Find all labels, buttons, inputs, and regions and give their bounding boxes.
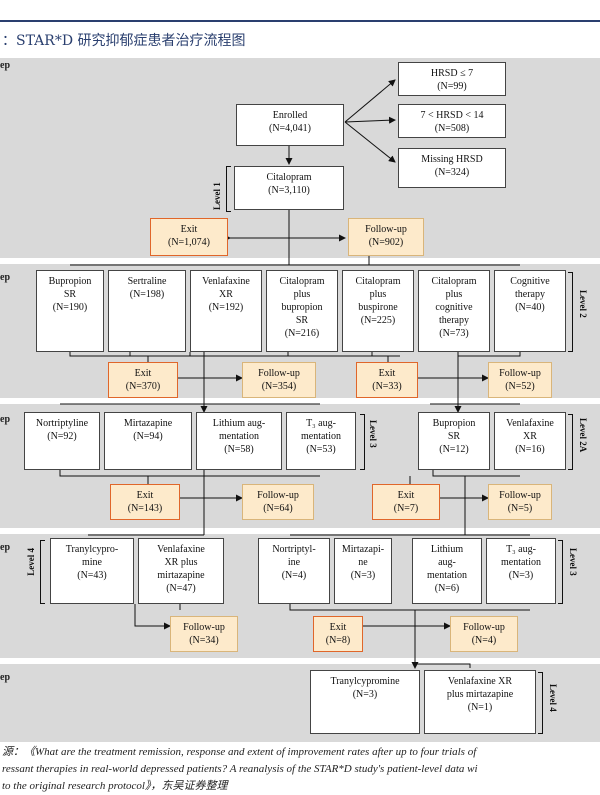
lithium-augmentation-box: Lithium aug- mentation (N=58) — [196, 412, 282, 470]
followup-box: Follow-up (N=902) — [348, 218, 424, 256]
followup-box: Follow-up (N=64) — [242, 484, 314, 520]
mirtazapine-box: Mirtazapine (N=94) — [104, 412, 192, 470]
followup-box: Follow-up (N=4) — [450, 616, 518, 652]
source-line: 源：《What are the treatment remission, res… — [2, 746, 477, 758]
citalopram-box: Citalopram (N=3,110) — [234, 166, 344, 210]
level-label: Level 4 — [26, 548, 36, 576]
step-label: ep — [0, 414, 10, 425]
level-bracket — [568, 414, 573, 470]
source-note: 源：《What are the treatment remission, res… — [2, 744, 478, 795]
exit-box: Exit (N=33) — [356, 362, 418, 398]
exit-box: Exit (N=370) — [108, 362, 178, 398]
followup-box: Follow-up (N=5) — [488, 484, 552, 520]
exit-box: Exit (N=1,074) — [150, 218, 228, 256]
step-label: ep — [0, 272, 10, 283]
level-label: Level 2A — [578, 418, 588, 453]
title-rule — [0, 20, 600, 22]
step-label: ep — [0, 60, 10, 71]
cognitive-therapy-box: Cognitive therapy (N=40) — [494, 270, 566, 352]
level-bracket — [538, 672, 543, 734]
tranylcypromine-final-box: Tranylcypromine (N=3) — [310, 670, 420, 734]
nortriptyline-box: Nortriptyline (N=92) — [24, 412, 100, 470]
level-label: Level 4 — [548, 684, 558, 712]
venlafaxine-mirtazapine-box: Venlafaxine XR plus mirtazapine (N=47) — [138, 538, 224, 604]
source-line: to the original research protocol》，东吴证券整… — [2, 780, 228, 792]
sertraline-box: Sertraline (N=198) — [108, 270, 186, 352]
exit-box: Exit (N=8) — [313, 616, 363, 652]
level-bracket — [568, 272, 573, 352]
level-label: Level 1 — [212, 182, 222, 210]
hrsd-missing-box: Missing HRSD (N=324) — [398, 148, 506, 188]
followup-box: Follow-up (N=52) — [488, 362, 552, 398]
source-line: ressant therapies in real-world depresse… — [2, 763, 478, 775]
level-bracket — [360, 414, 365, 470]
citalopram-buspirone-box: Citalopram plus buspirone (N=225) — [342, 270, 414, 352]
level-label: Level 3 — [368, 420, 378, 448]
level-label: Level 3 — [568, 548, 578, 576]
level-bracket — [558, 540, 563, 604]
mirtazapine-3-box: Mirtazapi- ne (N=3) — [334, 538, 392, 604]
followup-box: Follow-up (N=354) — [242, 362, 316, 398]
exit-box: Exit (N=7) — [372, 484, 440, 520]
venlafaxine-mirtazapine-final-box: Venlafaxine XR plus mirtazapine (N=1) — [424, 670, 536, 734]
t3-3-box: T₃ aug- mentation (N=3) — [486, 538, 556, 604]
level-bracket — [40, 540, 45, 604]
exit-box: Exit (N=143) — [110, 484, 180, 520]
level-bracket — [226, 166, 231, 212]
level-label: Level 2 — [578, 290, 588, 318]
hrsd-le7-box: HRSD ≤ 7 (N=99) — [398, 62, 506, 96]
step-label: ep — [0, 542, 10, 553]
citalopram-cognitive-box: Citalopram plus cognitive therapy (N=73) — [418, 270, 490, 352]
citalopram-bupropion-box: Citalopram plus bupropion SR (N=216) — [266, 270, 338, 352]
step-label: ep — [0, 672, 10, 683]
followup-box: Follow-up (N=34) — [170, 616, 238, 652]
venlafaxine-xr-box: Venlafaxine XR (N=192) — [190, 270, 262, 352]
hrsd-mid-box: 7 < HRSD < 14 (N=508) — [398, 104, 506, 138]
t3-augmentation-box: T₃ aug- mentation (N=53) — [286, 412, 356, 470]
figure-title: ：STAR*D 研究抑郁症患者治疗流程图 — [2, 33, 246, 49]
bupropion-sr-box: Bupropion SR (N=190) — [36, 270, 104, 352]
enrolled-box: Enrolled (N=4,041) — [236, 104, 344, 146]
bupropion-sr-2a-box: Bupropion SR (N=12) — [418, 412, 490, 470]
tranylcypromine-box: Tranylcypro- mine (N=43) — [50, 538, 134, 604]
lithium-3-box: Lithium aug- mentation (N=6) — [412, 538, 482, 604]
nortriptyline-3-box: Nortriptyl- ine (N=4) — [258, 538, 330, 604]
venlafaxine-xr-2a-box: Venlafaxine XR (N=16) — [494, 412, 566, 470]
